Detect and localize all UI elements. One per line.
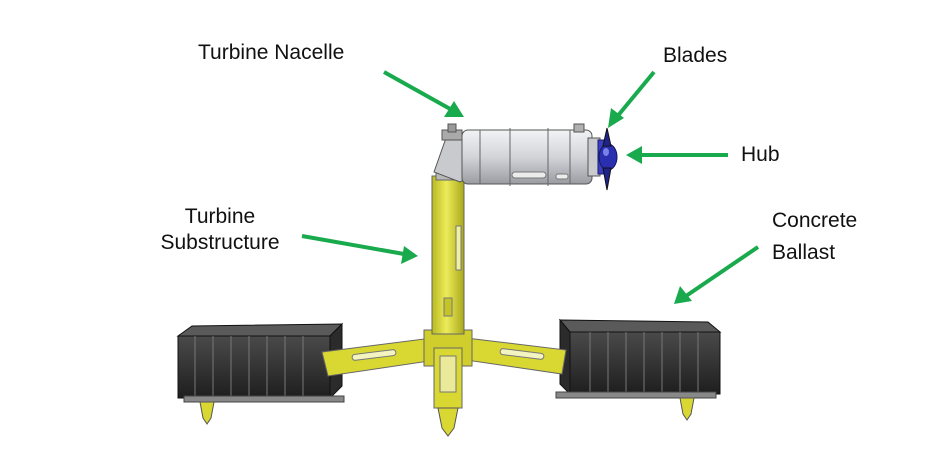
turbine-nacelle (433, 123, 601, 186)
left-concrete-ballast (176, 322, 345, 425)
substructure-legs (321, 329, 567, 437)
blades-label: Blades (663, 44, 728, 67)
turbine-nacelle-label: Turbine Nacelle (198, 41, 345, 64)
substructure-label-line2: Substructure (160, 231, 280, 254)
ballast-arrow (674, 245, 760, 304)
ballast-label-line2: Ballast (772, 241, 836, 264)
turbine-substructure-label: Turbine Substructure (140, 204, 300, 256)
turbine-hub (597, 139, 618, 175)
turbine-substructure-pole (431, 171, 465, 335)
right-concrete-ballast (555, 318, 722, 421)
concrete-ballast-label: Concrete Ballast (772, 208, 857, 266)
ballast-label-line1: Concrete (772, 209, 858, 232)
nacelle-arrow (383, 70, 464, 117)
substructure-label-line1: Turbine (184, 205, 256, 228)
arrows (301, 70, 760, 304)
turbine-blades (602, 127, 612, 191)
blades-arrow (608, 70, 656, 128)
substructure-arrow (301, 234, 418, 264)
hub-arrow (626, 146, 728, 164)
hub-label: Hub (741, 143, 780, 166)
